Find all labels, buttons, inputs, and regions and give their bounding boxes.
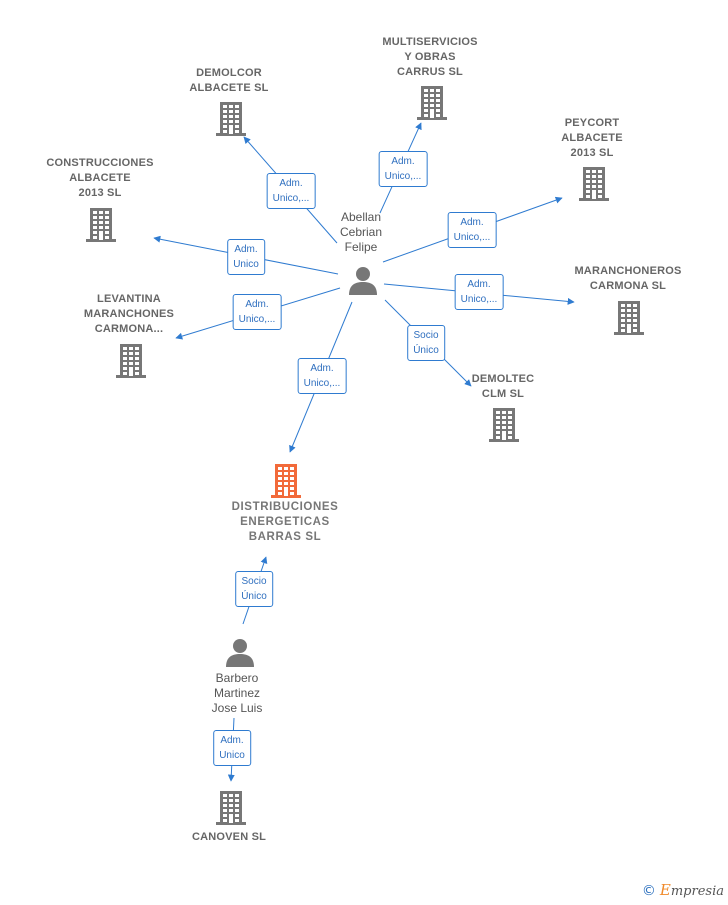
company-node-multiservicios[interactable] bbox=[416, 84, 448, 125]
building-icon bbox=[271, 464, 301, 498]
edge-role-label[interactable]: Adm. Unico,... bbox=[297, 358, 347, 394]
edge-role-label[interactable]: Adm. Unico,... bbox=[266, 173, 316, 209]
company-node-levantina[interactable] bbox=[115, 342, 147, 383]
edge-role-label[interactable]: Adm. Unico,... bbox=[447, 212, 497, 248]
company-node-canoven[interactable] bbox=[215, 789, 247, 830]
company-label[interactable]: LEVANTINA MARANCHONES CARMONA... bbox=[83, 293, 175, 335]
building-icon bbox=[489, 408, 519, 442]
company-label[interactable]: CANOVEN SL bbox=[191, 831, 267, 843]
company-node-distribuciones[interactable] bbox=[270, 462, 302, 503]
company-node-demoltec[interactable] bbox=[488, 406, 520, 447]
building-icon bbox=[579, 167, 609, 201]
building-icon bbox=[216, 102, 246, 136]
company-label[interactable]: MULTISERVICIOS Y OBRAS CARRUS SL bbox=[382, 36, 478, 78]
person-label[interactable]: Barbero Martinez Jose Luis bbox=[211, 671, 263, 715]
person-icon bbox=[226, 639, 254, 667]
edge-role-label[interactable]: Adm. Unico,... bbox=[232, 294, 282, 330]
building-icon bbox=[216, 791, 246, 825]
brand-initial: E bbox=[659, 881, 671, 899]
company-label[interactable]: MARANCHONEROS CARMONA SL bbox=[574, 265, 682, 292]
edge-role-label[interactable]: Adm. Unico,... bbox=[454, 274, 504, 310]
edge-role-label[interactable]: Socio Único bbox=[407, 325, 445, 361]
building-icon bbox=[116, 344, 146, 378]
company-label[interactable]: CONSTRUCCIONES ALBACETE 2013 SL bbox=[46, 157, 154, 199]
company-label[interactable]: DEMOLCOR ALBACETE SL bbox=[189, 67, 269, 94]
company-node-construcciones[interactable] bbox=[85, 206, 117, 247]
edge-role-label[interactable]: Adm. Unico bbox=[213, 730, 251, 766]
company-label[interactable]: DISTRIBUCIONES ENERGETICAS BARRAS SL bbox=[231, 501, 339, 543]
person-icon bbox=[349, 267, 377, 295]
brand-name: mpresia bbox=[670, 884, 724, 899]
edge-role-label[interactable]: Socio Único bbox=[235, 571, 273, 607]
company-label[interactable]: PEYCORT ALBACETE 2013 SL bbox=[561, 117, 623, 159]
company-label[interactable]: DEMOLTEC CLM SL bbox=[471, 373, 535, 400]
building-icon bbox=[614, 301, 644, 335]
person-node-barbero[interactable] bbox=[225, 637, 255, 672]
edge-role-label[interactable]: Adm. Unico,... bbox=[378, 151, 428, 187]
person-node-abellan[interactable] bbox=[348, 265, 378, 300]
company-node-peycort[interactable] bbox=[578, 165, 610, 206]
company-node-maranchoneros[interactable] bbox=[613, 299, 645, 340]
empresia-watermark: ©Empresia bbox=[642, 881, 724, 899]
building-icon bbox=[86, 208, 116, 242]
copyright-symbol: © bbox=[641, 883, 656, 899]
edge-role-label[interactable]: Adm. Unico bbox=[227, 239, 265, 275]
building-icon bbox=[417, 86, 447, 120]
person-label[interactable]: Abellan Cebrian Felipe bbox=[339, 210, 383, 254]
company-node-demolcor[interactable] bbox=[215, 100, 247, 141]
